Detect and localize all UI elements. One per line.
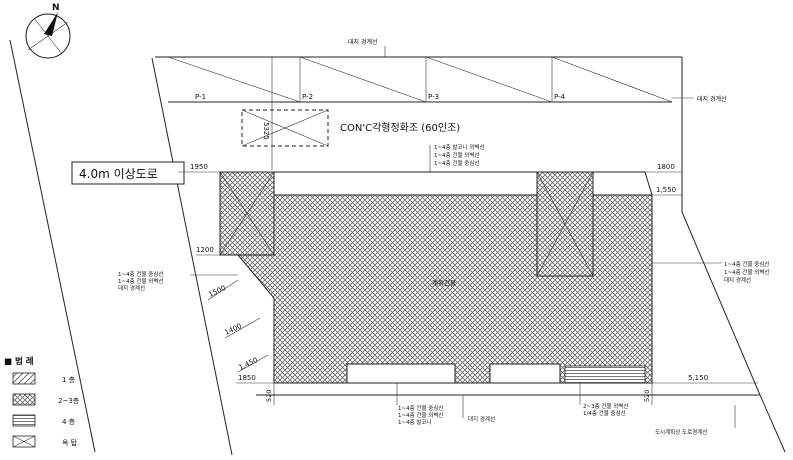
dim-1800: 1800 [657, 163, 675, 171]
road-edge-right [151, 57, 233, 456]
bottom-boundary-label: 대지 경계선 [468, 415, 495, 423]
bottom-note-1: 1~4층 건물 중심선 [398, 404, 443, 412]
right-note-2: 1~4층 건물 외벽선 [724, 268, 769, 276]
left-note-2: 1~4층 건물 외벽선 [118, 277, 163, 285]
septic-tank-outline [241, 109, 329, 147]
dim-1450: 1,450 [237, 356, 259, 372]
site-boundary-top-label: 대지 경계선 [348, 38, 378, 46]
dim-1950: 1950 [190, 163, 208, 171]
legend-swatch-floor-4 [12, 414, 36, 427]
north-letter: N [52, 3, 60, 13]
parking-lot-1: P-1 [195, 93, 206, 101]
septic-dim: 5325 [262, 122, 270, 140]
site-boundary-right [681, 211, 761, 396]
left-note-1: 1~4층 건물 중심선 [118, 270, 163, 278]
site-boundary-right-label: 대지 경계선 [697, 95, 727, 103]
building-label: 계획건물 [432, 278, 456, 287]
road-boundary-label: 도시계획상 도로경계선 [655, 428, 707, 436]
dim-5150: 5,150 [688, 374, 708, 382]
north-arrow: N [25, 3, 71, 59]
dim-1550: 1,550 [656, 186, 676, 194]
parking-lot-2: P-2 [302, 93, 313, 101]
legend-title: ■ 범 례 [4, 356, 34, 367]
note-top-3: 1~4층 건물 중심선 [434, 159, 479, 167]
legend-item-floor-1: 1 층 [62, 375, 76, 384]
septic-label: CON'C각형정화조 (60인조) [340, 122, 460, 134]
left-notes: 1~4층 건물 중심선 1~4층 건물 외벽선 대지 경계선 [118, 270, 238, 292]
bottom-note-3: 1~4층 발코니 [398, 418, 432, 426]
balcony-opening-right [489, 363, 561, 384]
dim-520-right: 520 [643, 390, 651, 402]
legend-item-floor-4: 4 층 [62, 417, 76, 426]
right-note-3: 대지 경계선 [724, 276, 751, 284]
road-label: 4.0m 이상도로 [79, 167, 158, 181]
legend-item-rooftop: 옥 탑 [62, 439, 78, 447]
right-notes: 1~4층 건물 중심선 1~4층 건물 외벽선 대지 경계선 [652, 260, 769, 284]
note-top-2: 1~4층 건물 외벽선 [434, 151, 479, 159]
floor-4-strip [564, 365, 646, 384]
building: 계획건물 [219, 171, 653, 384]
legend: ■ 범 례 1 층 2~3층 4 층 옥 탑 [4, 356, 80, 448]
road-label-box [71, 161, 185, 185]
north-arrow-pointer [44, 12, 58, 36]
parking-lot-4: P-4 [554, 93, 566, 101]
parking-area: P-1 P-2 P-3 P-4 대지 경계선 대지 경계선 [155, 38, 786, 453]
right-note-1: 1~4층 건물 중심선 [724, 260, 769, 268]
bottom-notes: 1~4층 건물 중심선 1~4층 건물 외벽선 1~4층 발코니 대지 경계선 … [396, 383, 736, 436]
legend-swatch-floor-2-3 [12, 393, 36, 406]
balcony-opening-left [346, 363, 456, 384]
legend-item-floor-2-3: 2~3층 [58, 396, 80, 405]
dim-1500: 1500 [207, 284, 227, 299]
left-note-3: 대지 경계선 [118, 284, 145, 292]
north-arrow-circle [25, 13, 71, 59]
dim-1200: 1200 [196, 246, 214, 254]
legend-swatch-floor-1 [12, 372, 36, 385]
road: 4.0m 이상도로 [9, 39, 233, 456]
dim-520-left: 520 [265, 390, 273, 402]
dim-1850: 1850 [238, 374, 256, 382]
road-edge-left [9, 39, 96, 453]
bottom-right-note-2: 1/4층 건물 중심선 [583, 409, 626, 417]
bottom-note-2: 1~4층 건물 외벽선 [398, 411, 443, 419]
parking-lot-3: P-3 [428, 93, 439, 101]
note-top-1: 1~4층 발코니 외벽선 [434, 143, 485, 151]
dim-1400: 1400 [223, 322, 243, 337]
septic-tank: 5325 CON'C각형정화조 (60인조) [241, 109, 460, 147]
bottom-right-note-1: 2~3층 건물 외벽선 [583, 402, 628, 410]
